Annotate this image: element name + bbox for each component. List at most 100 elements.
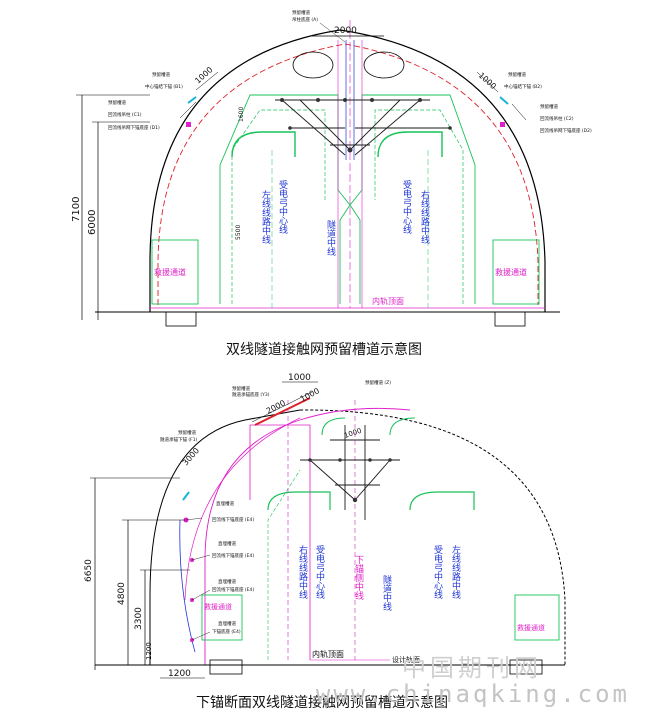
diagram-1: 救援通道 救援通道 2000 预留槽道 <box>71 9 592 327</box>
d2-callout-13: 预留槽道 (Z) <box>365 379 391 386</box>
d1-top-oval-left <box>292 51 334 79</box>
d2-anchor-points <box>183 517 194 642</box>
d1-rescue-label-left: 救援通道 <box>154 267 186 277</box>
watermark-url: www.chinaqking.com <box>315 680 630 708</box>
d2-rail-right: 设计轨面 <box>392 655 420 664</box>
d2-rescue-label-left: 救援通道 <box>204 602 232 611</box>
d2-dim-h2: 3300 <box>134 607 144 630</box>
d1-green-outline-right <box>349 94 476 304</box>
d2-rescue-box-left <box>201 594 243 641</box>
d2-callout-8: 回流线下锚底座 (E4) <box>212 552 254 559</box>
d2-inner-arch <box>204 407 411 665</box>
d2-inner-arch-2 <box>184 417 301 601</box>
diagram-2: 救援通道 救援通道 <box>84 373 566 679</box>
d1-callout-right-5: 回流线吊网下锚底座 (D2) <box>540 127 592 134</box>
d2-dim-inner: 1000 <box>343 427 362 440</box>
d2-rail-left: 内轨顶面 <box>312 649 344 659</box>
d2-rescue-label-right: 救援通道 <box>517 623 545 632</box>
d2-col-5: 受电弓中心线 <box>432 544 443 599</box>
d1-callout-left-5: 回流线吊网下锚底座 (D1) <box>108 124 160 131</box>
d1-callout-top-2: 吊柱底座 (A) <box>292 16 318 23</box>
d2-magenta-frame <box>250 424 311 660</box>
d2-outer-arch-right <box>299 409 566 665</box>
d1-top-oval-right <box>363 51 405 79</box>
diagram-1-caption: 双线隧道接触网预留槽道示意图 <box>226 342 422 358</box>
d1-col-left2: 受电弓中心线 <box>277 179 288 234</box>
d1-callout-left-2: 中心锚结下锚 (B1) <box>145 83 183 90</box>
d1-inner-dashed-arch <box>157 43 539 305</box>
watermark-cn: 中国期刊网 <box>402 654 542 682</box>
d2-callout-3: 预留槽道 <box>178 429 196 436</box>
d2-callout-5: 直埋槽道 <box>216 500 234 507</box>
d2-callout-9: 直埋槽道 <box>218 578 236 585</box>
d1-green-inner-right <box>374 109 464 304</box>
d2-oval-1 <box>321 417 346 436</box>
d1-cantilever-nodes <box>280 98 452 153</box>
d1-side-slot-right: 1000 <box>477 71 498 91</box>
d1-footing-right <box>494 311 526 327</box>
d1-slot-marker-2 <box>499 96 509 105</box>
d2-oval-2 <box>389 417 416 436</box>
d1-col-right2: 右线线路中线 <box>419 189 430 244</box>
d1-callout-right-2: 中心锚结下锚 (B2) <box>504 83 542 90</box>
d2-callout-10: 回流线下锚底座 (E4) <box>212 586 254 593</box>
d1-callout-right-3: 预留槽道 <box>540 103 558 110</box>
d1-col-mid: 隧道中线 <box>325 219 336 256</box>
d2-callout-1: 预留槽道 <box>232 385 250 392</box>
d2-cantilever <box>300 425 400 520</box>
d2-pantograph-right <box>409 491 475 511</box>
d1-pantograph-left <box>231 131 296 158</box>
d2-dim-height-total: 6650 <box>84 559 94 582</box>
d1-dim-span-b: 1600 <box>238 107 245 122</box>
d1-callout-left-3: 预留槽道 <box>108 99 126 106</box>
d2-callout-2: 隧道承锚底座 (Y3) <box>232 391 270 398</box>
d2-wiring <box>179 519 196 653</box>
d2-dim-slot-b: 1000 <box>299 386 321 404</box>
d2-callout-6: 回流线下锚底座 (E4) <box>212 516 254 523</box>
d2-green-outline-left <box>267 469 301 660</box>
d2-col-2: 受电弓中心线 <box>314 544 325 599</box>
d1-rescue-box-left <box>151 239 199 305</box>
d1-pantograph-right <box>377 131 443 158</box>
d1-green-inner-left <box>231 109 326 304</box>
d2-dim-h1: 4800 <box>117 582 127 605</box>
d2-callout-4: 隧道承锚下锚 (F1) <box>160 436 198 443</box>
d2-dim-arc: 3000 <box>181 446 201 467</box>
d1-col-right: 受电弓中心线 <box>401 179 412 234</box>
d1-outer-arch <box>149 29 546 312</box>
d1-callout-left-4: 回流线吊柱 (C1) <box>108 111 142 118</box>
d2-dim-top: 1000 <box>288 373 311 383</box>
d2-callout-11: 直埋槽道 <box>218 620 236 627</box>
d1-footing-left <box>165 311 197 327</box>
d2-callout-7: 直埋槽道 <box>218 540 236 547</box>
d2-dim-h3: 1200 <box>145 642 153 660</box>
d2-anchor-line <box>254 397 311 426</box>
d2-callout-12: 下锚底座 (E4) <box>212 628 241 635</box>
d2-dim-w-bottom: 1200 <box>168 669 191 679</box>
d1-slot-marker-1 <box>187 96 197 104</box>
d1-rescue-box-right <box>492 239 540 305</box>
d2-col-6: 左线线路中线 <box>450 544 461 599</box>
d2-rescue-box-right <box>514 594 560 641</box>
d1-cantilever <box>275 99 450 156</box>
d2-col-4: 隧道中线 <box>381 574 392 611</box>
d1-dim-height-total: 7100 <box>71 197 82 222</box>
d1-rail-label: 内轨顶面 <box>372 296 404 306</box>
d2-col-1: 右线线路中线 <box>297 544 308 599</box>
d2-pantograph-left <box>267 491 331 511</box>
d1-dim-top: 2000 <box>334 26 357 36</box>
d1-side-slot-left: 1000 <box>193 65 214 85</box>
d1-callout-right-1: 预留槽道 <box>508 71 526 78</box>
d1-col-left: 左线线路中线 <box>260 189 271 244</box>
d1-callout-top-1: 预留槽道 <box>292 9 310 16</box>
d1-dim-span-a: 5500 <box>235 225 242 240</box>
d1-callout-left-1: 预留槽道 <box>152 71 170 78</box>
d2-col-3: 下锚侧中线 <box>353 555 364 600</box>
d1-callout-right-4: 回流线吊柱 (C2) <box>540 115 574 122</box>
diagram-2-caption: 下锚断面双线隧道接触网预留槽道示意图 <box>196 695 448 711</box>
d2-footing-left <box>209 659 243 675</box>
d1-dim-height-inner: 6000 <box>87 210 98 235</box>
d1-rescue-label-right: 救援通道 <box>495 267 527 277</box>
d2-footing-right <box>509 659 543 675</box>
